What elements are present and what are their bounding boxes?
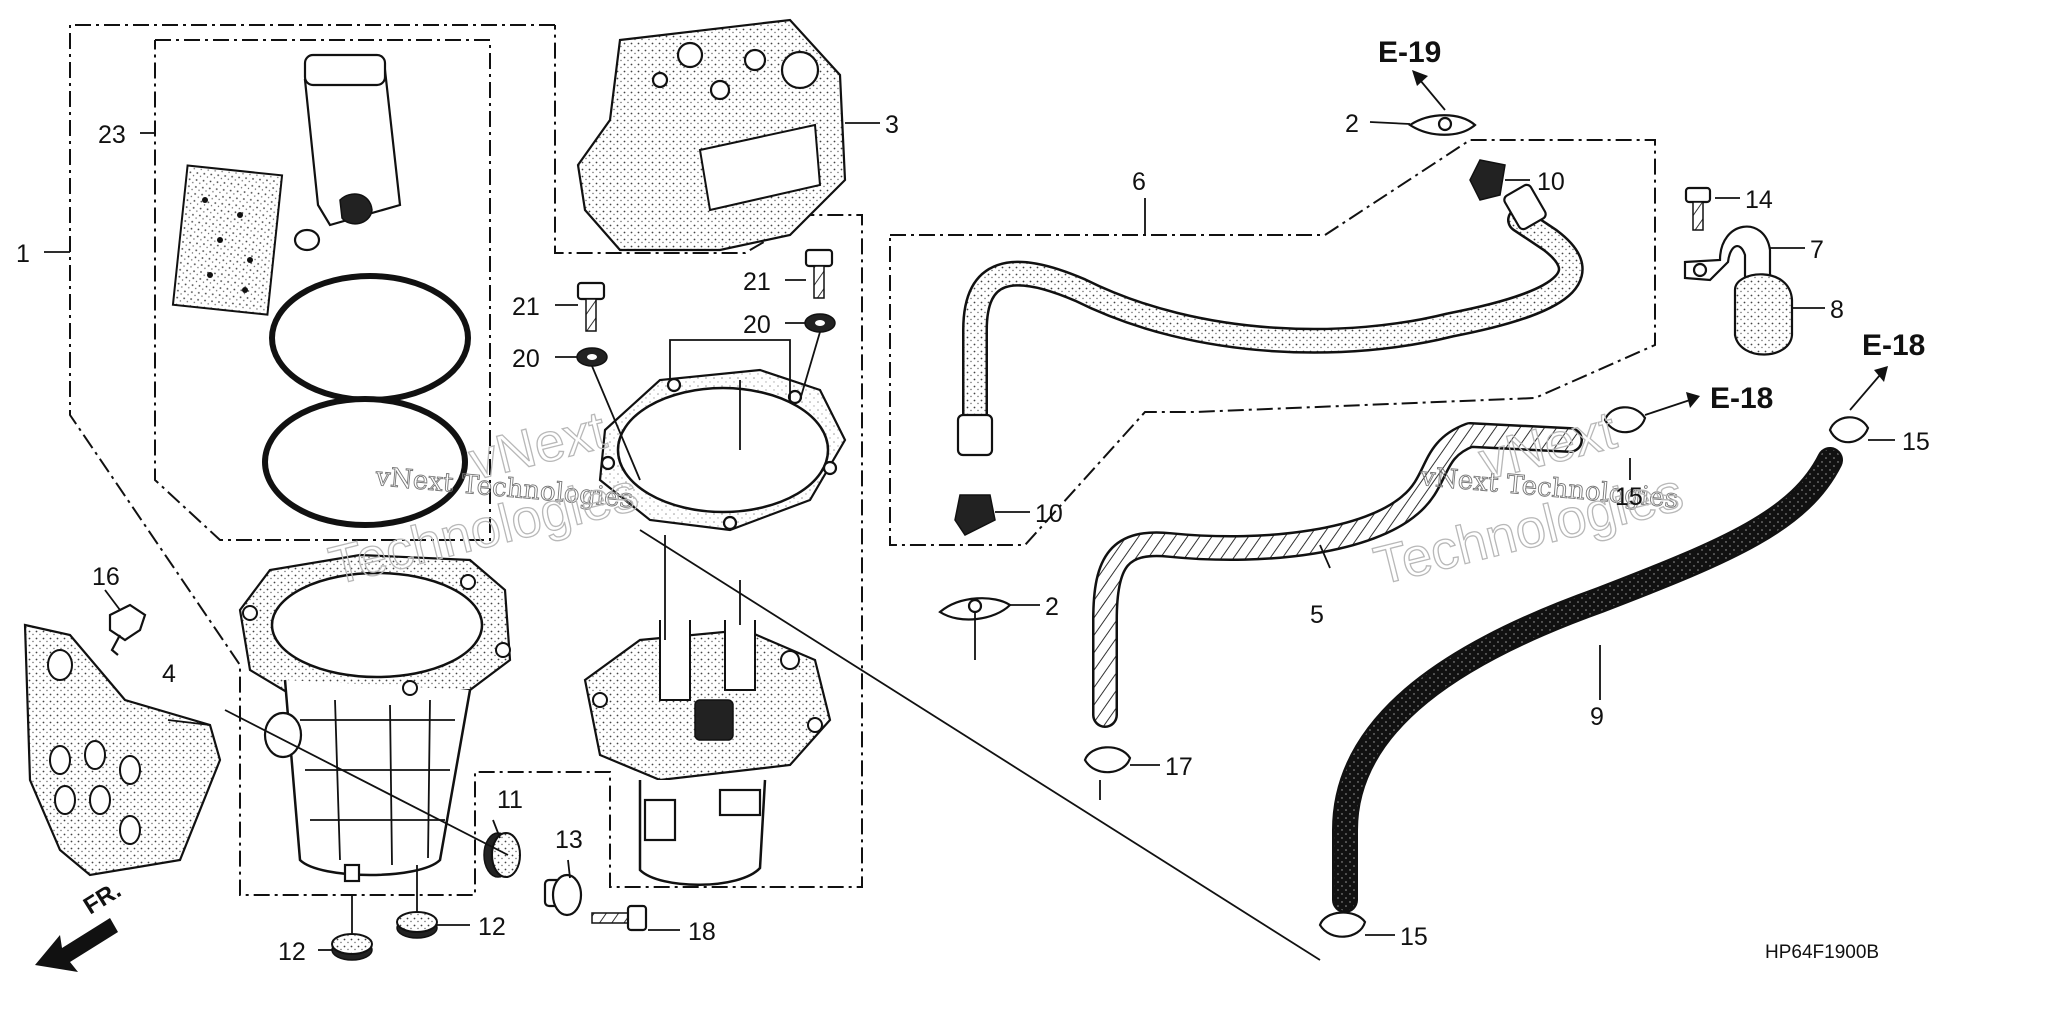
callout-21a: 21 bbox=[512, 293, 540, 321]
callout-9: 9 bbox=[1590, 703, 1604, 731]
callout-16: 16 bbox=[92, 563, 120, 591]
hose-5 bbox=[1083, 406, 1647, 774]
callout-10b: 10 bbox=[1035, 500, 1063, 528]
group-borders bbox=[69, 24, 1656, 896]
direction-label: FR. bbox=[79, 877, 126, 920]
callout-21b: 21 bbox=[743, 268, 771, 296]
callout-18: 18 bbox=[688, 918, 716, 946]
clamp-parts bbox=[1683, 186, 1794, 356]
callout-6: 6 bbox=[1132, 168, 1146, 196]
callout-14: 14 bbox=[1745, 186, 1773, 214]
callout-2b: 2 bbox=[1045, 593, 1059, 621]
callout-1: 1 bbox=[16, 240, 30, 268]
bolts-and-washers bbox=[576, 248, 836, 367]
callout-2a: 2 bbox=[1345, 110, 1359, 138]
callout-20a: 20 bbox=[512, 345, 540, 373]
callout-3: 3 bbox=[885, 111, 899, 139]
front-direction-arrow: FR. bbox=[35, 877, 126, 972]
part-23-kit bbox=[171, 53, 471, 528]
callout-7: 7 bbox=[1810, 236, 1824, 264]
reference-e19: E-19 bbox=[1378, 36, 1441, 69]
callout-15b: 15 bbox=[1902, 428, 1930, 456]
callout-5: 5 bbox=[1310, 601, 1324, 629]
callout-10a: 10 bbox=[1537, 168, 1565, 196]
callout-20b: 20 bbox=[743, 311, 771, 339]
part-4-bracket bbox=[23, 623, 222, 877]
mounting-plate bbox=[598, 368, 847, 532]
callout-13: 13 bbox=[555, 826, 583, 854]
leader-lines bbox=[44, 70, 1895, 961]
strainer-housing bbox=[238, 553, 512, 883]
hose-6 bbox=[938, 114, 1584, 621]
callout-11: 11 bbox=[497, 786, 523, 814]
callout-15a: 15 bbox=[1615, 483, 1643, 511]
callout-23: 23 bbox=[98, 121, 126, 149]
diagram-code: HP64F1900B bbox=[1765, 942, 1879, 963]
callout-12a: 12 bbox=[278, 938, 306, 966]
callout-17: 17 bbox=[1165, 753, 1193, 781]
part-3-cover bbox=[576, 18, 847, 252]
reference-e18-b: E-18 bbox=[1862, 329, 1925, 362]
callout-12b: 12 bbox=[478, 913, 506, 941]
reference-e18-a: E-18 bbox=[1710, 382, 1773, 415]
callout-4: 4 bbox=[162, 660, 176, 688]
hose-9 bbox=[1318, 416, 1870, 938]
pump-unit bbox=[583, 620, 832, 886]
section-references: E-19 E-18 E-18 bbox=[1378, 36, 1925, 415]
callout-8: 8 bbox=[1830, 296, 1844, 324]
callout-15c: 15 bbox=[1400, 923, 1428, 951]
callouts: 1 23 3 21 20 21 20 16 4 11 13 18 12 12 6… bbox=[16, 110, 1930, 966]
